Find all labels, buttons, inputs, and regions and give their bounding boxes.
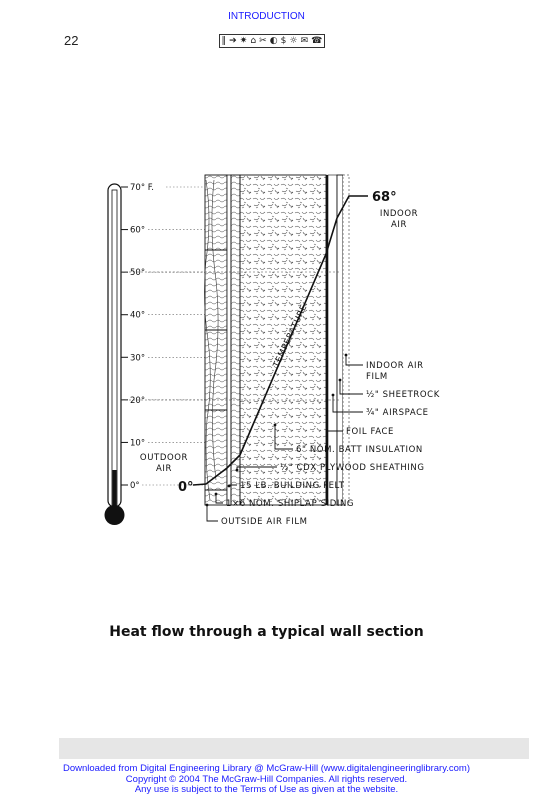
building-felt [226, 174, 232, 506]
callout-dot [325, 398, 329, 402]
callout-label: ½" SHEETROCK [366, 390, 440, 400]
callout-label: FILM [366, 372, 388, 382]
indoor-label-line1: INDOOR [380, 209, 418, 219]
camera-icon[interactable]: ◐ [269, 36, 278, 46]
outdoor-label-line2: AIR [156, 464, 172, 474]
footer-download-link[interactable]: Downloaded from Digital Engineering Libr… [62, 763, 471, 774]
thermometer-mercury [112, 470, 117, 508]
bookmark-bars-icon[interactable]: ‖ [221, 36, 227, 46]
callout-leader [332, 395, 363, 413]
callout-label: ½" CDX PLYWOOD SHEATHING [280, 463, 425, 473]
callout-label: ¾" AIRSPACE [366, 408, 429, 418]
scale-label: 30° [130, 353, 145, 363]
scale-label: 40° [130, 311, 145, 321]
thermometer: 70° F. 60° 50° 40° 30° 20° 10° 0° [104, 183, 205, 525]
mail-icon[interactable]: ✉ [300, 36, 309, 46]
callout-leader [206, 505, 218, 522]
scale-label: 70° F. [130, 183, 154, 193]
scale-label: 50° [130, 268, 145, 278]
thermometer-scale: 70° F. 60° 50° 40° 30° 20° 10° 0° [121, 183, 205, 491]
page-number: 22 [64, 33, 79, 48]
callout-label: 15 LB. BUILDING FELT [240, 481, 345, 491]
callout-label: FOIL FACE [346, 427, 394, 437]
callout-dot [331, 393, 335, 397]
tools-icon[interactable]: ✂ [259, 36, 267, 46]
callout-dot [338, 378, 342, 382]
scale-label: 60° [130, 226, 145, 236]
phone-icon[interactable]: ☎ [311, 36, 323, 46]
siding-joints [205, 249, 227, 491]
callout-dot [205, 503, 209, 507]
footer-bar [59, 738, 529, 759]
callout-dot [214, 492, 218, 496]
callout-label: INDOOR AIR [366, 361, 424, 371]
indoor-label-line2: AIR [391, 220, 407, 230]
callout-leader [326, 400, 343, 432]
section-header: INTRODUCTION [228, 11, 305, 22]
indoor-temperature: 68° [372, 190, 397, 205]
callout-dot [273, 423, 277, 427]
outdoor-temperature: 0° [178, 480, 194, 495]
callout-dot [344, 353, 348, 357]
temperature-gradient-line [192, 195, 368, 486]
home-icon[interactable]: ⌂ [250, 36, 257, 46]
navigation-toolbar[interactable]: ‖➔✷⌂✂◐$☼✉☎ [219, 34, 325, 48]
sheetrock [336, 174, 344, 506]
lightbulb-icon[interactable]: ☼ [289, 36, 298, 46]
indoor-air-film [342, 174, 350, 506]
callout-label: 1×6 NOM. SHIPLAP SIDING [226, 499, 354, 509]
thermometer-bore [111, 189, 118, 509]
callout-dot [235, 468, 239, 472]
scale-label: 0° [130, 481, 140, 491]
footer-copyright: Copyright © 2004 The McGraw-Hill Compani… [125, 773, 408, 785]
callout-leader [345, 355, 363, 366]
wall-section [204, 174, 350, 506]
callout-leader [339, 380, 363, 395]
reference-lines [121, 271, 340, 401]
callout-label: OUTSIDE AIR FILM [221, 517, 308, 527]
callout-dot [227, 484, 231, 488]
arrow-right-icon[interactable]: ➔ [229, 36, 237, 46]
money-icon[interactable]: $ [280, 36, 287, 46]
callout-leader [215, 494, 223, 504]
callout-leader [274, 425, 293, 450]
copyright-footer: Downloaded from Digital Engineering Libr… [0, 763, 533, 796]
figure-caption: Heat flow through a typical wall section [109, 624, 424, 640]
thermometer-bulb [104, 505, 125, 525]
foil-face [326, 175, 328, 505]
scale-label: 10° [130, 438, 145, 448]
footer-terms[interactable]: Any use is subject to the Terms of Use a… [134, 784, 399, 795]
outdoor-label-line1: OUTDOOR [140, 453, 188, 463]
scale-label: 20° [130, 396, 145, 406]
sun-icon[interactable]: ✷ [239, 36, 248, 46]
callout-label: 6" NOM. BATT INSULATION [296, 445, 423, 455]
